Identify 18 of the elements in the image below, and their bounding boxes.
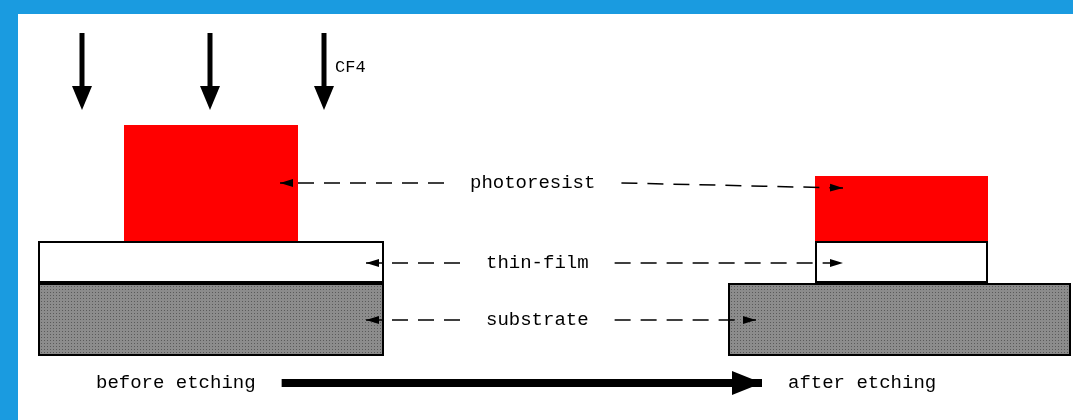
leader-line bbox=[365, 259, 461, 267]
thin-film-layer bbox=[38, 241, 384, 283]
gas-label: CF4 bbox=[335, 58, 366, 77]
label-text: photoresist bbox=[470, 172, 596, 194]
photoresist-layer bbox=[124, 125, 298, 241]
substrate-layer bbox=[38, 283, 384, 356]
leader-line bbox=[613, 259, 844, 267]
label-text: after etching bbox=[788, 372, 937, 394]
leader-line bbox=[620, 182, 844, 192]
thin-film-layer bbox=[815, 241, 988, 283]
label-text: substrate bbox=[486, 309, 589, 331]
leader-line bbox=[365, 316, 461, 324]
leader-line bbox=[279, 179, 445, 187]
label-text: before etching bbox=[96, 372, 256, 394]
photoresist-layer bbox=[815, 176, 988, 241]
label-text: thin-film bbox=[486, 252, 589, 274]
leader-line bbox=[613, 316, 757, 324]
substrate-layer bbox=[728, 283, 1071, 356]
